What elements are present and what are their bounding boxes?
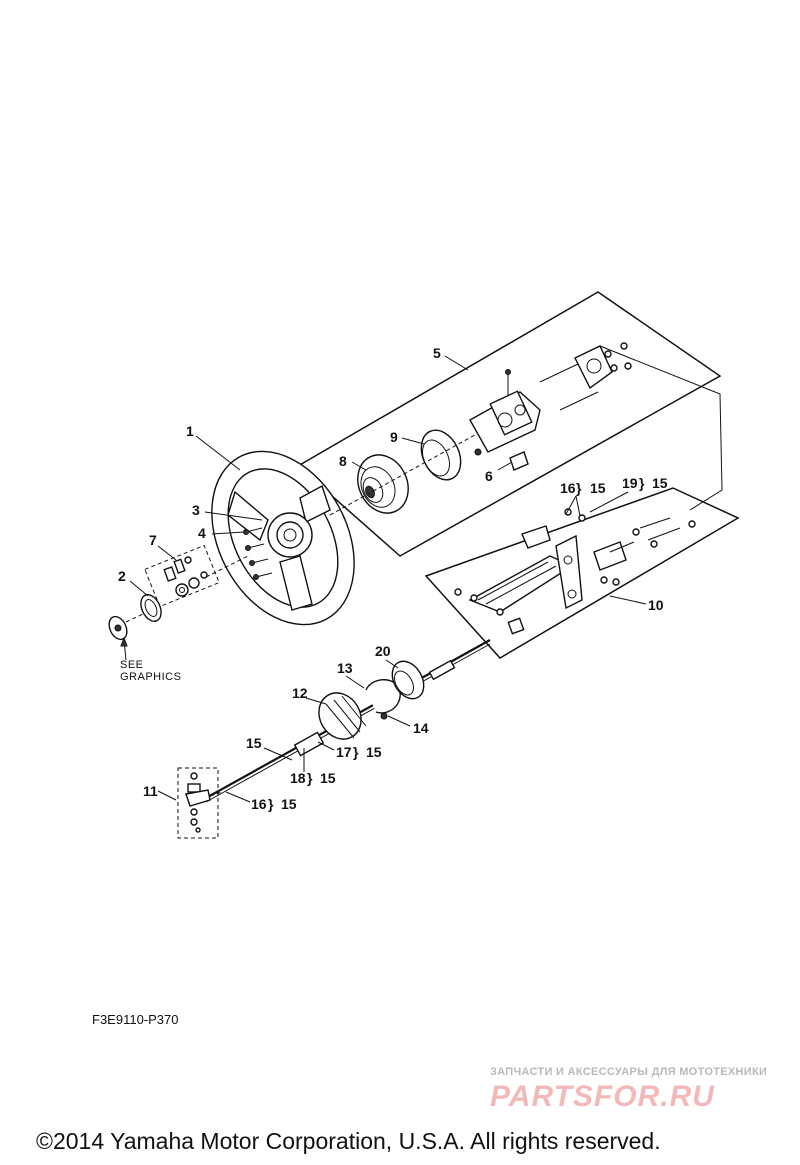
callout-15: 15 <box>246 735 262 751</box>
svg-text:17: 17 <box>336 744 352 760</box>
callout-7: 7 <box>149 532 157 548</box>
wheel-bolts <box>243 527 273 580</box>
drawing-code: F3E9110-P370 <box>92 1012 179 1027</box>
callout-12: 12 <box>292 685 308 701</box>
svg-text:15: 15 <box>281 796 297 812</box>
svg-text:18: 18 <box>290 770 306 786</box>
callout-3: 3 <box>192 502 200 518</box>
copyright-notice: ©2014 Yamaha Motor Corporation, U.S.A. A… <box>36 1128 661 1154</box>
svg-text:}: } <box>307 770 313 786</box>
callout-13: 13 <box>337 660 353 676</box>
cable-end-kit <box>185 772 223 833</box>
group-callout-16-15-top: 16 } 15 <box>560 480 606 496</box>
group-callout-19-15: 19 } 15 <box>622 475 668 491</box>
steering-wheel <box>211 450 355 626</box>
cable-bellows <box>318 692 367 740</box>
group-callout-18-15: 18 } 15 <box>290 770 336 786</box>
svg-text:}: } <box>639 475 645 491</box>
svg-text:15: 15 <box>652 475 668 491</box>
svg-text:}: } <box>576 480 582 496</box>
kit-box-11 <box>177 767 219 839</box>
svg-text:15: 15 <box>366 744 382 760</box>
guide-line <box>599 345 723 511</box>
callout-8: 8 <box>339 453 347 469</box>
leader-lines <box>129 355 647 803</box>
center-cap <box>108 594 162 661</box>
tilt-bracket <box>454 508 696 635</box>
watermark-subtitle: ЗАПЧАСТИ И АКСЕССУАРЫ ДЛЯ МОТОТЕХНИКИ <box>490 1066 768 1078</box>
svg-text:}: } <box>353 744 359 760</box>
assembly-box-5 <box>296 291 722 557</box>
callout-11: 11 <box>143 783 158 799</box>
callout-20: 20 <box>375 643 391 659</box>
watermark-logo: PARTSFOR.RU <box>490 1080 715 1113</box>
cover-ring <box>420 429 462 481</box>
callout-9: 9 <box>390 429 398 445</box>
grommet <box>391 660 425 700</box>
svg-text:}: } <box>268 796 274 812</box>
callout-5: 5 <box>433 345 441 361</box>
callout-6: 6 <box>485 468 493 484</box>
group-callout-16-15-bottom: 16 } 15 <box>251 796 297 812</box>
svg-text:19: 19 <box>622 475 638 491</box>
callout-10: 10 <box>648 597 664 613</box>
callout-2: 2 <box>118 568 126 584</box>
callout-4: 4 <box>198 525 206 541</box>
clip <box>509 451 529 471</box>
callout-1: 1 <box>186 423 194 439</box>
see-graphics-note-line1: SEE <box>120 659 144 671</box>
steering-column-unit <box>469 342 632 456</box>
group-callout-17-15: 17 } 15 <box>336 744 382 760</box>
see-graphics-note-line2: GRAPHICS <box>120 671 181 683</box>
clamp-screw <box>380 712 388 720</box>
assembly-box-10 <box>424 487 740 659</box>
svg-text:16: 16 <box>560 480 576 496</box>
steering-boot <box>357 454 409 514</box>
hub-nut-kit <box>163 554 251 597</box>
svg-text:16: 16 <box>251 796 267 812</box>
svg-text:15: 15 <box>590 480 606 496</box>
callout-14: 14 <box>413 720 429 736</box>
svg-text:15: 15 <box>320 770 336 786</box>
